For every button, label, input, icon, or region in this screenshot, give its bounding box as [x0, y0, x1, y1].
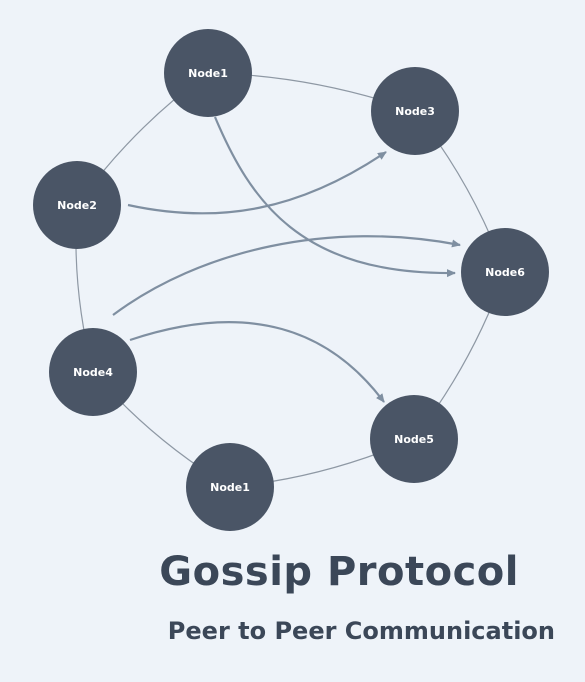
node-n6: Node6 — [461, 228, 549, 316]
node-circle — [186, 443, 274, 531]
node-label: Node4 — [73, 366, 113, 379]
node-n1: Node1 — [164, 29, 252, 117]
node-label: Node1 — [188, 67, 228, 80]
node-circle — [461, 228, 549, 316]
node-circle — [371, 67, 459, 155]
node-label: Node3 — [395, 105, 435, 118]
node-circle — [33, 161, 121, 249]
page-subtitle: Peer to Peer Communication — [167, 617, 555, 645]
page-title: Gossip Protocol — [159, 549, 519, 595]
node-label: Node5 — [394, 433, 434, 446]
message-arrow-n1-n6 — [213, 116, 456, 278]
node-circle — [49, 328, 137, 416]
message-arrow-n4-n5 — [129, 321, 385, 403]
node-n4: Node4 — [49, 328, 137, 416]
node-label: Node2 — [57, 199, 97, 212]
node-circle — [164, 29, 252, 117]
node-n3: Node3 — [371, 67, 459, 155]
node-n1b: Node1 — [186, 443, 274, 531]
node-label: Node1 — [210, 481, 250, 494]
node-label: Node6 — [485, 266, 525, 279]
node-n5: Node5 — [370, 395, 458, 483]
message-arrow-n4-n6 — [112, 235, 461, 316]
message-arrow-n2-n3 — [127, 151, 387, 215]
node-circle — [370, 395, 458, 483]
node-n2: Node2 — [33, 161, 121, 249]
